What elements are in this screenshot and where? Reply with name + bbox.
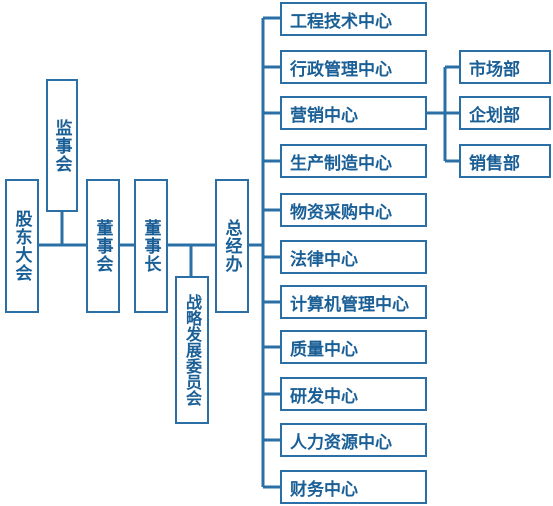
center-it-management[interactable]: 计算机管理中心 bbox=[280, 285, 427, 319]
dept-label: 市场部 bbox=[469, 59, 520, 80]
center-rnd[interactable]: 研发中心 bbox=[280, 377, 427, 411]
dept-sales[interactable]: 销售部 bbox=[459, 144, 551, 178]
board-box[interactable]: 董事会 bbox=[86, 179, 120, 313]
gm-office-label: 总经办 bbox=[221, 219, 242, 273]
center-quality[interactable]: 质量中心 bbox=[280, 330, 427, 364]
center-label: 人力资源中心 bbox=[290, 432, 392, 453]
shareholders-label: 股东大会 bbox=[11, 210, 32, 282]
center-procurement[interactable]: 物资采购中心 bbox=[280, 193, 427, 227]
center-hr[interactable]: 人力资源中心 bbox=[280, 423, 427, 457]
center-manufacturing[interactable]: 生产制造中心 bbox=[280, 144, 427, 178]
center-legal[interactable]: 法律中心 bbox=[280, 240, 427, 274]
center-label: 物资采购中心 bbox=[290, 202, 392, 223]
center-finance[interactable]: 财务中心 bbox=[280, 470, 427, 504]
supervisors-label: 监事会 bbox=[51, 118, 72, 173]
chairman-box[interactable]: 董事长 bbox=[134, 179, 168, 313]
dept-label: 销售部 bbox=[469, 153, 520, 174]
center-label: 营销中心 bbox=[290, 105, 358, 126]
center-engineering[interactable]: 工程技术中心 bbox=[280, 2, 427, 36]
dept-label: 企划部 bbox=[469, 105, 520, 126]
supervisors-box[interactable]: 监事会 bbox=[46, 79, 78, 212]
center-label: 财务中心 bbox=[290, 479, 358, 500]
center-label: 法律中心 bbox=[290, 249, 358, 270]
shareholders-box[interactable]: 股东大会 bbox=[5, 179, 39, 313]
strategy-committee-label: 战略发展委员会 bbox=[183, 294, 202, 406]
center-marketing[interactable]: 营销中心 bbox=[280, 96, 427, 130]
board-label: 董事会 bbox=[92, 219, 113, 273]
dept-planning[interactable]: 企划部 bbox=[459, 96, 551, 130]
chairman-label: 董事长 bbox=[140, 219, 161, 273]
center-label: 行政管理中心 bbox=[290, 59, 392, 80]
center-label: 工程技术中心 bbox=[290, 11, 392, 32]
strategy-committee-box[interactable]: 战略发展委员会 bbox=[175, 276, 209, 424]
center-administration[interactable]: 行政管理中心 bbox=[280, 50, 427, 84]
center-label: 生产制造中心 bbox=[290, 153, 392, 174]
gm-office-box[interactable]: 总经办 bbox=[215, 179, 249, 313]
center-label: 研发中心 bbox=[290, 386, 358, 407]
dept-market[interactable]: 市场部 bbox=[459, 50, 551, 84]
center-label: 计算机管理中心 bbox=[290, 294, 409, 315]
center-label: 质量中心 bbox=[290, 339, 358, 360]
